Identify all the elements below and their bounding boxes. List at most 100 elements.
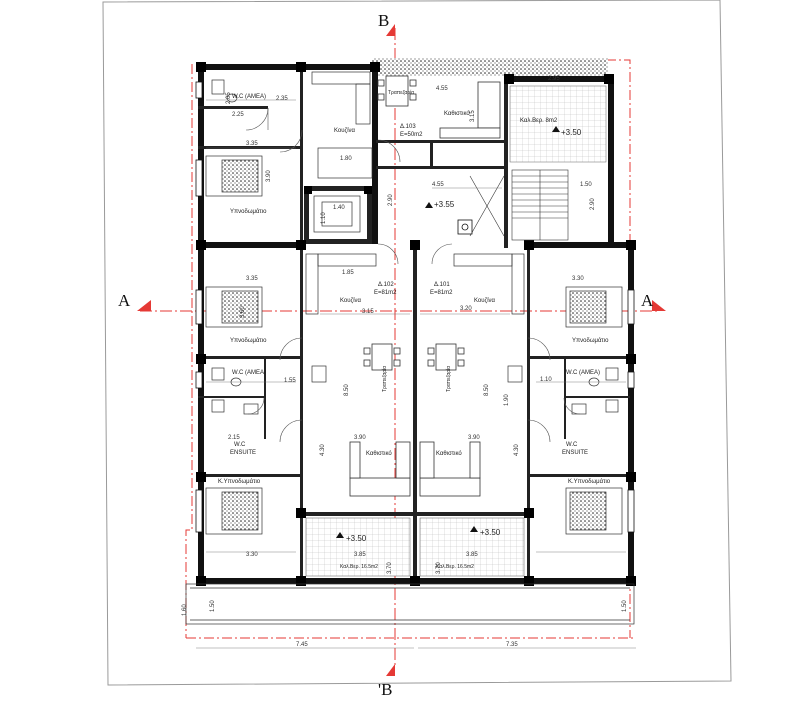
dim-390b: 3.90 [354,435,366,441]
dim-335b: 3.35 [246,276,258,282]
room-label-apt-103: Δ.103 [400,124,416,130]
dim-290: 2.90 [388,194,394,206]
section-label-a-left: A [118,291,131,310]
room-label-wc-ensuite-left-1: W.C [234,442,246,448]
dining-tables [363,75,465,371]
dim-455a: 4.55 [436,86,448,92]
dim-150a: 1.50 [580,182,592,188]
room-label-apt-102-area: Ε=81m2 [374,290,397,296]
sheet-border [102,0,732,686]
room-label-veranda-left: Καλ.Βερ. 16.5m2 [340,564,378,570]
interior-walls [198,64,630,580]
balcony-bottom-right-tiles [419,517,525,577]
dim-295: 2.95 [548,76,560,82]
dim-360a: 3.60 [240,306,246,318]
dim-150b: 1.50 [210,600,216,612]
room-label-dining-top: Τραπεζαρία [388,90,414,96]
room-label-master-right: Κ.Υπνοδωμάτιο [568,478,611,485]
room-label-apt-101-area: Ε=81m2 [430,290,453,296]
section-arrows [137,24,666,676]
balcony-bottom-left-tiles [305,517,411,577]
dim-315: 3.15 [470,110,476,122]
room-label-kitchen-top: Κουζίνα [334,128,356,134]
room-label-wc-amea-left: W.C (AMEA) [232,370,266,376]
level-top-balcony: +3.50 [561,128,582,137]
dim-390: 3.90 [266,170,272,182]
level-marker-icons [336,126,560,538]
dim-205: 2.05 [226,92,232,104]
section-label-a-right: A [641,291,654,310]
level-stair-landing: +3.55 [434,200,455,209]
room-label-kitchen-left: Κουζίνα [340,298,362,304]
dim-335a: 3.35 [246,141,258,147]
room-label-kitchen-right: Κουζίνα [474,298,496,304]
front-balcony [185,583,635,625]
room-label-veranda-top: Καλ.Βερ. 8m2 [520,118,558,124]
room-label-wc-ensuite-right-1: W.C [566,442,578,448]
dim-455b: 4.55 [432,182,444,188]
room-label-apt-101: Δ.101 [434,282,450,288]
room-label-wc-ensuite-right-2: ENSUITE [562,450,588,456]
room-label-living-left: Καθιστικό [366,450,392,457]
dim-330b: 3.30 [246,552,258,558]
dim-430a: 4.30 [320,444,326,456]
columns [196,62,636,586]
dim-185: 1.85 [342,270,354,276]
dim-110b: 1.10 [540,377,552,383]
dim-225: 2.25 [232,112,244,118]
room-label-master-left: Κ.Υπνοδωμάτιο [218,478,261,485]
kitchen-counters [305,71,525,315]
dim-110a: 1.10 [321,212,327,224]
level-balcony-left: +3.50 [346,534,367,543]
balcony-top-tiles [509,85,607,163]
dim-390c: 3.90 [468,435,480,441]
planter-strip [372,58,608,76]
dim-385b: 3.85 [466,552,478,558]
level-balcony-right: +3.50 [480,528,501,537]
dim-735: 7.35 [506,642,518,648]
dim-290b: 2.90 [590,198,596,210]
dim-745: 7.45 [296,642,308,648]
staircase [469,169,569,241]
room-label-wc-ensuite-left-2: ENSUITE [230,450,256,456]
dim-180: 1.80 [340,156,352,162]
room-label-dining-right: Τραπεζαρία [446,366,452,392]
room-label-wc-amea-right: W.C (AMEA) [566,370,600,376]
room-label-living-right: Καθιστικό [436,450,462,457]
room-label-apt-102: Δ.102 [378,282,394,288]
room-label-wc-amea-top: W.C (AMEA) [232,94,266,100]
dim-215: 2.15 [228,435,240,441]
dim-190: 1.90 [504,394,510,406]
dim-140: 1.40 [333,205,345,211]
windows [195,81,635,533]
room-label-dining-left: Τραπεζαρία [382,366,388,392]
room-label-living-top: Καθιστικό [444,110,470,117]
dim-430b: 4.30 [514,444,520,456]
dim-150c: 1.50 [622,600,628,612]
dim-320: 3.20 [460,306,472,312]
accessible-sign-icon [457,219,473,235]
section-label-b-bottom: 'B [378,680,392,699]
room-label-bedroom-right: Υπνοδωμάτιο [572,337,609,344]
room-label-bedroom-top: Υπνοδωμάτιο [230,208,267,215]
dim-160: 1.60 [182,604,188,616]
section-label-b-top: B [378,11,389,30]
dim-370b: 3.70 [436,562,442,574]
sofas [349,81,501,497]
beds [205,155,623,535]
dim-370a: 3.70 [387,562,393,574]
dim-330a: 3.30 [572,276,584,282]
door-swings [245,107,581,443]
room-label-bedroom-left: Υπνοδωμάτιο [230,337,267,344]
dim-235: 2.35 [276,96,288,102]
dim-850a: 8.50 [344,384,350,396]
room-label-veranda-right: Καλ.Βερ. 16.5m2 [436,564,474,570]
dim-315b: 3.15 [362,309,374,315]
dim-385a: 3.85 [354,552,366,558]
dim-155: 1.55 [284,378,296,384]
room-label-apt-103-area: Ε=50m2 [400,132,423,138]
wc-fixtures [211,79,619,415]
dim-850b: 8.50 [484,384,490,396]
dimension-lines [196,99,636,649]
